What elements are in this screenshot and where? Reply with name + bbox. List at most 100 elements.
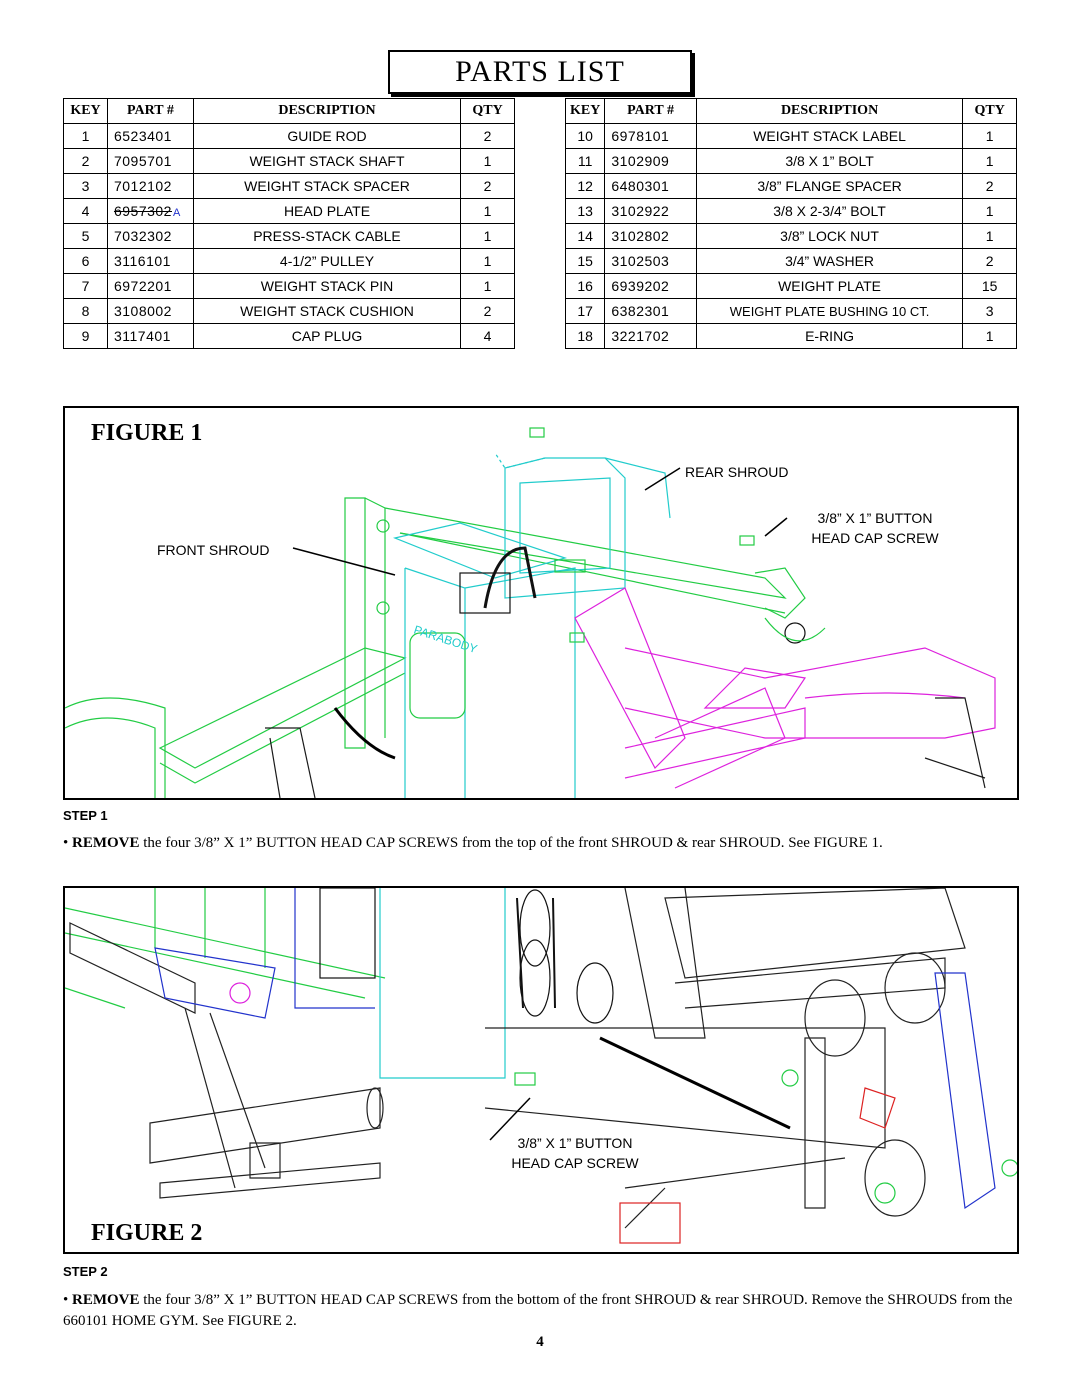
cell-qty: 2 [962,173,1017,199]
cell-key: 1 [63,123,108,149]
figure-2-label: FIGURE 2 [91,1220,203,1246]
cell-description: WEIGHT STACK SPACER [192,173,462,199]
cell-part: 3108002 [106,298,194,324]
cell-qty: 1 [460,223,515,249]
header-key: KEY [564,98,606,124]
header-qty: QTY [460,98,515,124]
cell-description: E-RING [695,323,964,349]
step-1-heading: STEP 1 [63,808,108,823]
step-2-text: the four 3/8” X 1” BUTTON HEAD CAP SCREW… [63,1292,1013,1329]
header-description: DESCRIPTION [695,98,964,124]
step-1-instruction: • REMOVE the four 3/8” X 1” BUTTON HEAD … [63,833,1023,854]
cell-part: 6939202 [604,273,697,299]
cell-description: WEIGHT PLATE BUSHING 10 CT. [695,298,964,324]
cell-part: 3116101 [106,248,194,274]
callout-rear-shroud: REAR SHROUD [685,464,789,480]
cell-key: 14 [564,223,606,249]
callout-screw-figure-1: 3/8” X 1” BUTTON HEAD CAP SCREW [795,508,955,548]
step-2-heading: STEP 2 [63,1264,108,1279]
bullet: • [63,835,69,851]
cell-description: 3/8 X 2-3/4” BOLT [695,198,964,224]
cell-qty: 1 [962,223,1017,249]
cell-key: 8 [63,298,108,324]
step-2-instruction: • REMOVE the four 3/8” X 1” BUTTON HEAD … [63,1290,1023,1332]
cell-qty: 2 [460,173,515,199]
cell-key: 11 [564,148,606,174]
cell-key: 6 [63,248,108,274]
cell-description: CAP PLUG [192,323,462,349]
cell-part: 7095701 [106,148,194,174]
callout-screw-line-1: 3/8” X 1” BUTTON [517,1135,633,1151]
callout-screw-line-1: 3/8” X 1” BUTTON [817,510,933,526]
cell-qty: 1 [962,123,1017,149]
figure-1-label: FIGURE 1 [91,420,203,446]
cell-qty: 1 [962,198,1017,224]
page-title: PARTS LIST [388,50,692,94]
cell-qty: 2 [460,123,515,149]
cell-qty: 2 [962,248,1017,274]
cell-description: 3/8” LOCK NUT [695,223,964,249]
cell-key: 5 [63,223,108,249]
cell-part: 3221702 [604,323,697,349]
cell-key: 13 [564,198,606,224]
cell-description: 3/8” FLANGE SPACER [695,173,964,199]
step-1-action: REMOVE [72,835,140,851]
header-qty: QTY [962,98,1017,124]
cell-part-revised: 6957302A [106,198,194,224]
cell-qty: 15 [962,273,1017,299]
cell-part: 6382301 [604,298,697,324]
cell-key: 2 [63,148,108,174]
cell-qty: 1 [460,148,515,174]
header-key: KEY [63,98,108,124]
cell-qty: 3 [962,298,1017,324]
cell-qty: 1 [962,148,1017,174]
cell-key: 3 [63,173,108,199]
cell-description: WEIGHT STACK LABEL [695,123,964,149]
figure-2-drawing [65,888,1017,1244]
cell-description: 4-1/2” PULLEY [192,248,462,274]
cell-key: 7 [63,273,108,299]
cell-description: 3/8 X 1” BOLT [695,148,964,174]
page-number: 4 [536,1334,544,1350]
cell-qty: 1 [962,323,1017,349]
cell-qty: 2 [460,298,515,324]
callout-screw-figure-2: 3/8” X 1” BUTTON HEAD CAP SCREW [485,1133,665,1173]
cell-qty: 4 [460,323,515,349]
cell-key: 12 [564,173,606,199]
cell-part: 7032302 [106,223,194,249]
callout-front-shroud: FRONT SHROUD [157,542,270,558]
table-header-row: KEY PART # DESCRIPTION QTY [564,98,1017,124]
cell-description: PRESS-STACK CABLE [192,223,462,249]
cell-qty: 1 [460,273,515,299]
step-2-action: REMOVE [72,1292,140,1308]
figure-1-panel: PARABODY FIGURE 1 REAR SHROUD 3/8” X 1” … [63,406,1019,800]
brand-text: PARABODY [412,623,479,657]
table-header-row: KEY PART # DESCRIPTION QTY [63,98,515,124]
cell-description: GUIDE ROD [192,123,462,149]
cell-part: 3102802 [604,223,697,249]
cell-key: 10 [564,123,606,149]
cell-key: 17 [564,298,606,324]
cell-description: HEAD PLATE [192,198,462,224]
cell-qty: 1 [460,198,515,224]
cell-part: 3117401 [106,323,194,349]
header-part: PART # [604,98,697,124]
cell-key: 9 [63,323,108,349]
bullet: • [63,1292,69,1308]
